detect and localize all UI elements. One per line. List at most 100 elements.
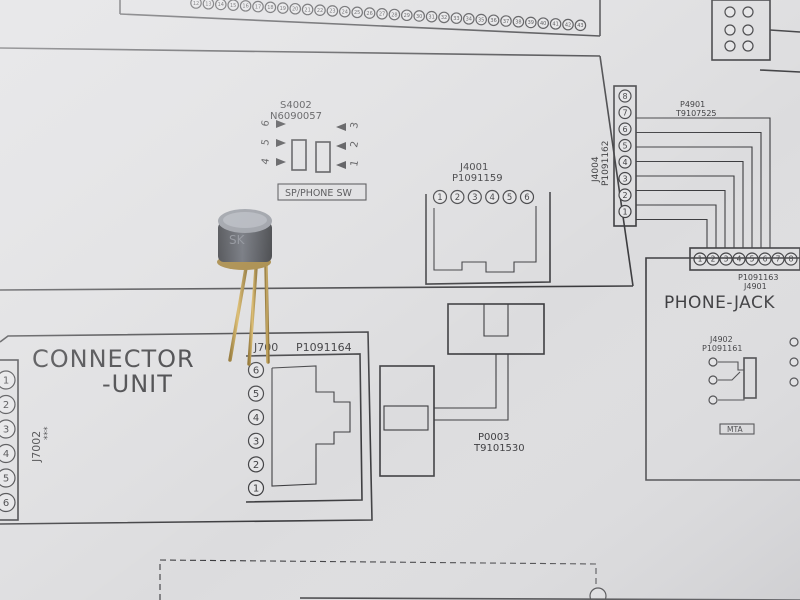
pin-number: 27	[379, 12, 385, 18]
header-7002-marks: ***	[43, 426, 53, 440]
pin-number: 2	[455, 193, 460, 203]
jack-4001-part: P1091159	[452, 173, 503, 184]
pin: 23	[326, 5, 339, 17]
connector-unit-title-2: -UNIT	[102, 370, 173, 398]
pin-number: 33	[453, 16, 459, 22]
pin-number: 5	[622, 141, 627, 150]
pin-number: 1	[698, 255, 703, 264]
pin-number: 3	[724, 255, 729, 264]
pin-number: 2	[3, 400, 9, 411]
pin: 4	[485, 189, 500, 205]
pin: 3	[467, 189, 482, 205]
pin: 26	[363, 7, 376, 19]
jack-7001-ref: J700	[253, 341, 278, 354]
pin-number: 35	[478, 17, 484, 23]
pin: 2	[247, 456, 265, 473]
pin-number: 17	[255, 4, 261, 10]
pin: 32	[438, 11, 450, 24]
pin: 6	[519, 189, 535, 205]
pin: 27	[376, 8, 388, 20]
pin-number: 4	[3, 449, 9, 460]
pin: 16	[239, 0, 252, 12]
pin-number: 16	[242, 4, 248, 10]
pin-number: 14	[218, 2, 224, 8]
pin-number: 39	[528, 20, 534, 26]
pin: 18	[264, 1, 277, 14]
pin: 33	[450, 12, 463, 24]
pin-number: 24	[342, 9, 348, 15]
pin: 3	[719, 252, 733, 266]
pin: 3	[618, 171, 632, 186]
pin: 4	[0, 443, 16, 464]
pin: 22	[314, 4, 326, 16]
pin: 3	[0, 419, 16, 439]
pin: 15	[227, 0, 239, 11]
pin-number: 3	[472, 193, 477, 203]
pin: 43	[574, 19, 587, 32]
pin: 5	[502, 189, 517, 205]
pin: 40	[537, 17, 549, 29]
pin: 13	[202, 0, 215, 10]
pin: 36	[487, 14, 500, 27]
jack-4001-ref: J4001	[459, 162, 488, 173]
pin-number: 6	[622, 125, 627, 134]
pin-number: 5	[750, 255, 755, 264]
pin-number: 1	[3, 376, 9, 387]
pin: 31	[425, 10, 438, 23]
header-7002-ref: J7002	[30, 431, 43, 463]
pin-number: 1	[437, 193, 442, 203]
pin: 4	[732, 252, 746, 266]
cable-0003-part: T9101530	[473, 443, 525, 454]
pin-number: 19	[280, 6, 286, 12]
pin: 2	[450, 189, 465, 205]
pin: 5	[745, 252, 759, 266]
pin-number: 28	[391, 12, 397, 18]
phone-jack-label: MTA	[727, 425, 743, 434]
pin-number: 6	[763, 255, 768, 264]
pin: 28	[388, 8, 401, 21]
pin: 7	[618, 105, 632, 120]
pin-number: 40	[540, 21, 546, 27]
pin-number: 23	[329, 9, 335, 15]
pin-number: 41	[552, 22, 558, 28]
pin: 41	[549, 18, 562, 30]
pin-number: 2	[253, 460, 259, 471]
pin-number: 4	[253, 413, 259, 424]
switch-label: SP/PHONE SW	[285, 188, 352, 199]
jack-7001-part: P1091164	[296, 341, 352, 354]
pin: 8	[784, 252, 798, 266]
pin-number: 8	[622, 92, 627, 101]
pin-number: 2	[711, 255, 716, 264]
pin: 1	[247, 479, 265, 497]
pin: 14	[215, 0, 227, 11]
pin-number: 43	[577, 23, 583, 29]
pin: 6	[0, 492, 16, 513]
pin-number: 12	[193, 1, 199, 7]
pin-number: 3	[3, 425, 9, 436]
pin: 5	[618, 138, 632, 153]
pin-number: 1	[622, 207, 627, 216]
pin-number: 4	[622, 158, 627, 167]
pin: 1	[693, 252, 707, 266]
pin: 38	[512, 15, 525, 28]
pin: 35	[475, 13, 487, 26]
pin-number: 31	[428, 14, 434, 20]
header-4004-ref: J4004	[591, 156, 601, 183]
pin: 42	[562, 18, 574, 31]
pin-number: 5	[3, 474, 9, 485]
pin-number: 29	[404, 13, 410, 19]
pin: 1	[618, 204, 632, 219]
connector-unit-title-1: CONNECTOR	[32, 345, 195, 373]
header-4901-ref: J4901	[743, 282, 767, 291]
pin: 2	[706, 252, 720, 266]
pin-number: 5	[507, 193, 512, 203]
pin: 6	[618, 122, 632, 136]
pin: 30	[413, 10, 425, 22]
pin-number: 21	[304, 7, 310, 13]
pin: 34	[462, 13, 475, 25]
pin: 20	[289, 2, 301, 15]
pin-number: 22	[317, 8, 323, 14]
pin-number: 26	[366, 11, 372, 17]
pin-number: 15	[230, 3, 236, 9]
